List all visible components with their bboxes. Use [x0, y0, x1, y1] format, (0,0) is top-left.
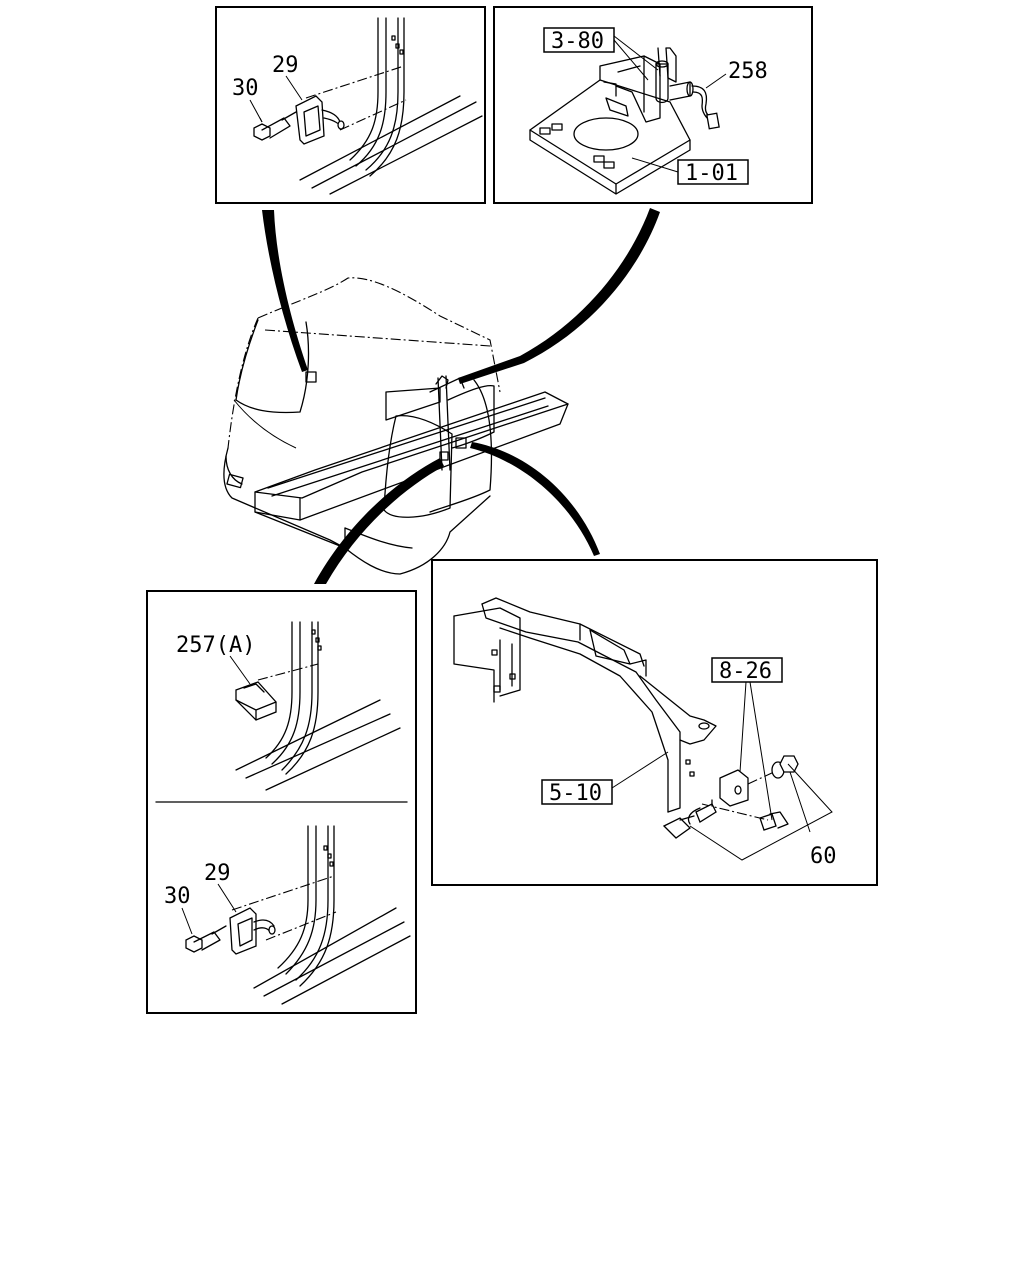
panel-bottom-right: 8-26 5-10 60: [431, 559, 878, 886]
panel-top-right: 3-80 258 1-01: [493, 6, 813, 204]
callout-label: 5-10: [549, 781, 602, 806]
callout-label: 8-26: [719, 659, 772, 684]
callout-curves: [262, 208, 660, 584]
callout-label: 1-01: [685, 161, 738, 186]
callout-label: 257(A): [176, 633, 255, 658]
panel-bottom-left: 257(A) 29 30: [146, 590, 417, 1014]
callout-label: 258: [728, 59, 768, 84]
callout-label: 29: [204, 861, 231, 886]
callout-label: 3-80: [551, 29, 604, 54]
callout-label: 30: [164, 884, 191, 909]
callout-label: 29: [272, 53, 299, 78]
panel-top-left: 29 30: [215, 6, 486, 204]
callout-label: 60: [810, 844, 837, 869]
truck-cab-illustration: [223, 277, 569, 575]
callout-label: 30: [232, 76, 259, 101]
